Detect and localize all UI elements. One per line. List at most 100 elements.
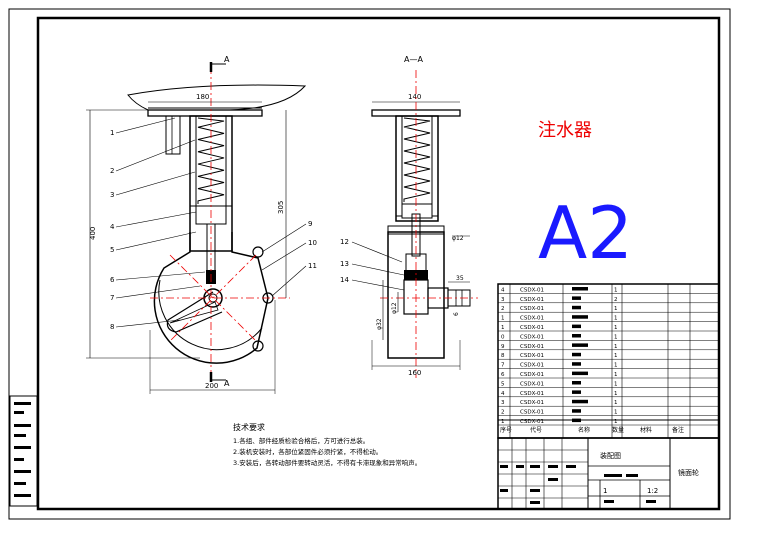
bom-row-name: [572, 362, 581, 366]
bom-header: 数量: [612, 426, 624, 434]
dim-side-shaft: 35: [456, 275, 464, 282]
bom-header: 名称: [578, 426, 590, 434]
left-revision-block: [9, 395, 38, 507]
bom-row-code: CSDX-01: [520, 287, 544, 293]
bom-row-code: CSDX-01: [520, 344, 544, 350]
bom-row-qty: 1: [614, 306, 618, 312]
outer-border: [8, 8, 731, 520]
leader-line: [261, 223, 307, 253]
bom-row-name: [572, 352, 581, 357]
leader-line: [115, 211, 197, 228]
front-flange: [127, 84, 307, 111]
side-piston: [401, 203, 433, 219]
part-balloon: 6: [110, 276, 115, 284]
bom-row-name: [572, 324, 581, 329]
bom-row-code: CSDX-01: [520, 410, 544, 416]
leader-line: [351, 279, 405, 291]
bom-row-no: 4: [501, 391, 505, 397]
dim-side-dia3: φ12: [391, 302, 398, 314]
front-casing: [153, 232, 269, 364]
bom-row-no: 3: [501, 400, 505, 406]
leader-line: [271, 265, 307, 297]
bom-row-no: 7: [501, 363, 505, 369]
part-balloon: 12: [340, 238, 349, 246]
bom-row-no: 9: [501, 344, 505, 350]
leader-line: [115, 139, 196, 172]
bom-row-code: CSDX-01: [520, 400, 544, 406]
side-housing: [387, 231, 445, 359]
dim-front-height: 400: [89, 227, 97, 240]
bom-header: 材料: [640, 426, 652, 434]
bom-row-code: CSDX-01: [520, 381, 544, 387]
bom-row-no: 1: [501, 316, 505, 322]
part-balloon: 14: [340, 276, 349, 284]
bom-row-code: CSDX-01: [520, 334, 544, 340]
bom-row-qty: 1: [614, 316, 618, 322]
leader-line: [115, 319, 181, 328]
bom-row-code: CSDX-01: [520, 297, 544, 303]
bom-row-code: CSDX-01: [520, 353, 544, 359]
front-lever: [166, 291, 223, 333]
bom-row-name: [572, 390, 581, 394]
leader-line: [115, 117, 176, 134]
bom-row-name: [572, 287, 588, 291]
leader-line: [115, 285, 201, 299]
sheet-size-label: A2: [538, 191, 633, 275]
bom-row-code: CSDX-01: [520, 391, 544, 397]
leader-line: [351, 263, 405, 276]
bom-row-qty: 1: [614, 325, 618, 331]
dim-side-top-width: 140: [408, 93, 421, 101]
bom-row-code: CSDX-01: [520, 372, 544, 378]
bom-header: 代号: [530, 426, 542, 434]
bom-row-name: [572, 371, 588, 376]
title-scale: 1:2: [647, 487, 658, 495]
bom-row-qty: 1: [614, 391, 618, 397]
dim-front-top-width: 180: [196, 93, 209, 101]
bom-row-qty: 1: [614, 344, 618, 350]
bom-row-name: [572, 409, 581, 413]
part-balloon: 7: [110, 294, 114, 302]
tech-line: 3.安装后，各转动部件要转动灵活，不得有卡滞现象和异常响声。: [233, 458, 421, 467]
part-balloon: 11: [308, 262, 317, 270]
dim-side-dia4: 6: [453, 312, 460, 316]
bom-row-code: CSDX-01: [520, 316, 544, 322]
bom-row-qty: 1: [614, 381, 618, 387]
section-mark-bottom: A: [224, 379, 230, 388]
part-balloon: 5: [110, 246, 114, 254]
bom-row-no: 2: [501, 410, 505, 416]
title-block: 装配图 镜面轮 1:2 1: [497, 437, 720, 510]
section-mark-top: A: [224, 55, 230, 64]
bom-row-code: CSDX-01: [520, 363, 544, 369]
leader-line: [115, 171, 196, 196]
part-balloon: 13: [340, 260, 349, 268]
side-balloons: 12 13 14: [340, 238, 405, 291]
inner-border: [36, 16, 721, 511]
bom-row-name: [572, 334, 581, 338]
bom-row-qty: 1: [614, 353, 618, 359]
drawing-title-cn: 注水器: [538, 120, 592, 141]
title-sheet: 1: [603, 487, 607, 495]
technical-requirements: 技术要求 1.各组、部件经质检验合格后，方可进行总装。 2.装机安装时，各部位紧…: [233, 422, 421, 467]
section-label: A—A: [404, 55, 423, 64]
bom-row-no: 6: [501, 372, 505, 378]
leader-line: [351, 241, 403, 263]
bom-row-no: 4: [501, 287, 505, 293]
part-balloon: 10: [308, 239, 317, 247]
part-balloon: 8: [110, 323, 114, 331]
tech-line: 2.装机安装时，各部位紧固件必须拧紧，不得松动。: [233, 447, 382, 456]
bom-row-qty: 1: [614, 287, 618, 293]
leader-line: [115, 231, 197, 251]
bom-row-no: 3: [501, 297, 505, 303]
tech-line: 1.各组、部件经质检验合格后，方可进行总装。: [233, 436, 369, 445]
dim-front-height-upper: 305: [277, 201, 285, 214]
bom-header: 备注: [672, 426, 684, 434]
bom-row-no: 5: [501, 381, 505, 387]
section-view: A—A 140 φ12 35 φ32 φ12: [371, 55, 478, 378]
bom-row-name: [572, 381, 581, 385]
bom-row-no: 1: [501, 325, 505, 331]
bom-row-qty: 1: [614, 400, 618, 406]
bom-row-no: 8: [501, 353, 505, 359]
